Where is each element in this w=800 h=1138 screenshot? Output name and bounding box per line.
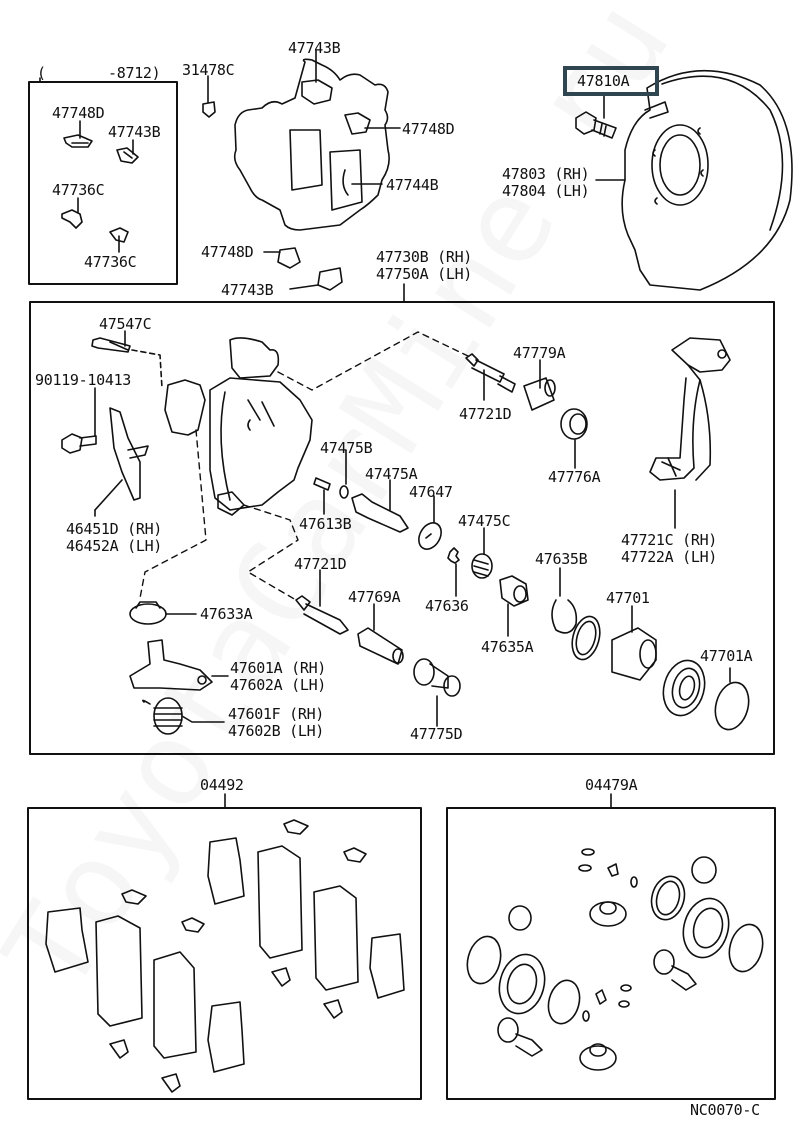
part-label[interactable]: 31478C (182, 61, 235, 79)
part-label[interactable]: 47601F (RH) (228, 705, 325, 723)
part-47475A-shaft (351, 479, 409, 533)
inset-box-early-model (28, 77, 178, 285)
part-label[interactable]: 47475A (365, 465, 418, 483)
part-47775D-boot (413, 658, 461, 727)
part-label[interactable]: 90119-10413 (35, 371, 132, 389)
part-label[interactable]: 47701 (606, 589, 650, 607)
part-label[interactable]: 47701A (700, 647, 753, 665)
part-47776A-boot (560, 408, 588, 469)
part-label[interactable]: 47743B (288, 39, 341, 57)
part-label[interactable]: 47601A (RH) (230, 659, 327, 677)
dashed-leaders (139, 331, 469, 601)
inset-clip-47736C-1 (61, 197, 83, 229)
part-47635A-cap (499, 575, 529, 637)
part-47721D-guide-pin-top (465, 353, 516, 401)
part-label[interactable]: 46451D (RH) (66, 520, 163, 538)
part-label[interactable]: 47547C (99, 315, 152, 333)
part-label[interactable]: 47803 (RH) (502, 165, 590, 183)
part-label[interactable]: 47736C (84, 253, 137, 271)
part-47633A-boot (129, 601, 197, 625)
part-label[interactable]: 47633A (200, 605, 253, 623)
part-47721D-guide-pin-bottom (295, 569, 349, 635)
kit-label-pad[interactable]: 04492 (200, 776, 244, 794)
part-label[interactable]: 47748D (402, 120, 455, 138)
part-label[interactable]: 47636 (425, 597, 469, 615)
part-label[interactable]: 47730B (RH) (376, 248, 473, 266)
part-label[interactable]: 47775D (410, 725, 463, 743)
inset-range-close: -8712) (108, 64, 161, 82)
part-label[interactable]: 47804 (LH) (502, 182, 590, 200)
inset-clip-47748D (63, 120, 93, 148)
part-label[interactable]: 47475C (458, 512, 511, 530)
part-47601A-lever (129, 639, 229, 691)
kit-label-seal[interactable]: 04479A (585, 776, 638, 794)
part-47701-piston (611, 605, 657, 681)
part-47635B-snap-ring (551, 567, 578, 634)
part-47475C-spring (471, 527, 493, 579)
part-label[interactable]: 46452A (LH) (66, 537, 163, 555)
part-label[interactable]: 47722A (LH) (621, 548, 718, 566)
part-47547C-bleeder (91, 330, 163, 389)
diagram-code: NC0070-C (690, 1101, 760, 1119)
part-label[interactable]: 47743B (221, 281, 274, 299)
part-47601F-spring (142, 697, 225, 735)
part-label[interactable]: 47736C (52, 181, 105, 199)
part-label[interactable]: 47779A (513, 344, 566, 362)
pad-kit-parts (45, 819, 405, 1093)
part-label[interactable]: 47721C (RH) (621, 531, 718, 549)
part-label[interactable]: 47602B (LH) (228, 722, 325, 740)
caliper-assembly-box (29, 283, 775, 755)
part-47779A-bushing (523, 359, 556, 411)
part-label[interactable]: 47721D (459, 405, 512, 423)
part-47475B-o-ring (339, 449, 349, 499)
part-label[interactable]: 47748D (201, 243, 254, 261)
part-46451D-bracket (94, 407, 149, 517)
part-label[interactable]: 47721D (294, 555, 347, 573)
part-label[interactable]: 47744B (386, 176, 439, 194)
part-label[interactable]: 47769A (348, 588, 401, 606)
part-47613B-pin (313, 477, 331, 515)
part-31478C-grommet (202, 75, 216, 118)
part-label[interactable]: 47613B (299, 515, 352, 533)
part-label[interactable]: 47635A (481, 638, 534, 656)
part-label-highlighted[interactable]: 47810A (577, 72, 630, 90)
part-label[interactable]: 47475B (320, 439, 373, 457)
part-label[interactable]: 47776A (548, 468, 601, 486)
highlighted-part-box[interactable] (563, 66, 659, 96)
caliper-body (164, 337, 313, 516)
part-label[interactable]: 47748D (52, 104, 105, 122)
part-label[interactable]: 47635B (535, 550, 588, 568)
part-47636-washer (447, 547, 460, 597)
part-47803-dust-cover (595, 69, 793, 291)
top-pad-shim-assembly (233, 49, 401, 291)
part-47721C-mounting-bracket (649, 337, 731, 529)
part-47647-plate (418, 495, 442, 550)
part-47701-seal-ring (571, 615, 601, 661)
seal-kit-box (446, 807, 776, 1100)
part-label[interactable]: 47743B (108, 123, 161, 141)
inset-clip-47743B (116, 139, 139, 164)
inset-range-open: ( (37, 64, 46, 82)
part-47701A-boot (662, 659, 750, 731)
part-label[interactable]: 47750A (LH) (376, 265, 473, 283)
part-47769A-sleeve (357, 603, 404, 665)
part-90119-10413-bolt (61, 387, 97, 454)
pad-kit-box (27, 807, 422, 1100)
part-label[interactable]: 47602A (LH) (230, 676, 327, 694)
part-label[interactable]: 47647 (409, 483, 453, 501)
part-47810A-bolt (575, 95, 617, 139)
seal-kit-parts (466, 848, 764, 1071)
inset-clip-47736C-2 (109, 227, 129, 253)
